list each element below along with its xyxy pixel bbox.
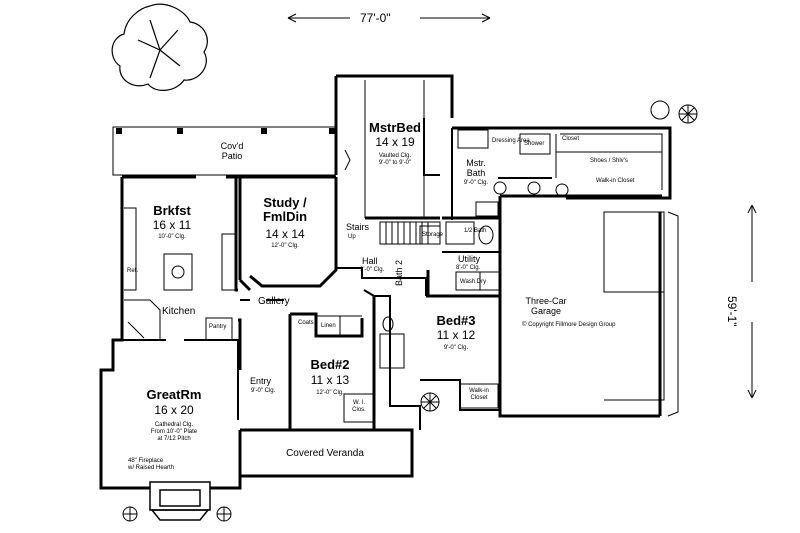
study-walls xyxy=(238,177,338,292)
entry-walls xyxy=(237,299,284,420)
kitchen-label: Kitchen xyxy=(162,306,196,317)
veranda-label: Covered Veranda xyxy=(286,448,364,459)
bed3-note: 9'-0" Clg. xyxy=(443,345,469,351)
coats-label: Coats xyxy=(298,320,314,326)
depth-label: 59'-1" xyxy=(725,296,739,327)
storage-label: Storage xyxy=(422,232,444,238)
master-closet-label: Walk-in Closet xyxy=(596,178,635,184)
gallery-label: Gallery xyxy=(258,296,290,307)
entry-label: Entry xyxy=(250,376,272,386)
bed2-name: Bed#2 xyxy=(310,357,350,372)
width-label: 77'-0" xyxy=(360,11,391,25)
width-dimension xyxy=(287,13,491,23)
master-bath-label: Mstr.Bath xyxy=(466,158,486,178)
bed2-size: 11 x 13 xyxy=(310,373,350,387)
great-room-size: 16 x 20 xyxy=(154,403,194,417)
master-bed-note: Vaulted Clg.9'-0" to 9'-0" xyxy=(378,153,412,166)
master-bed-name: MstrBed xyxy=(368,120,421,135)
study-note: 12'-0" Clg. xyxy=(271,243,299,249)
hall-label: Hall xyxy=(362,256,378,266)
stairs-note: Up xyxy=(348,234,356,240)
shrub-icon xyxy=(122,100,698,522)
stairs-label: Stairs xyxy=(346,222,370,232)
depth-dimension xyxy=(747,204,757,399)
bed3-size: 11 x 12 xyxy=(436,328,476,342)
bed2-closet-label: W. I.Clos. xyxy=(352,400,366,413)
half-bath-label: 1/2 Bath xyxy=(464,228,487,234)
utility-note: 8'-0" Clg. xyxy=(456,265,481,271)
closet-label: Closet xyxy=(562,136,580,142)
bed3-name: Bed#3 xyxy=(436,313,476,328)
breakfast-note: 10'-0" Clg. xyxy=(158,234,186,240)
fireplace xyxy=(149,481,211,521)
garage-walls xyxy=(498,194,679,418)
washer-dryer-label: Wash Dry xyxy=(460,279,487,285)
great-room-name: GreatRm xyxy=(146,387,202,402)
bath2-label: Bath 2 xyxy=(394,259,404,286)
study-size: 14 x 14 xyxy=(265,227,305,241)
study-name: Study /FmlDin xyxy=(262,195,308,224)
master-bed-size: 14 x 19 xyxy=(375,135,415,149)
stairs xyxy=(379,221,441,245)
bed2-note: 12'-0" Clg. xyxy=(316,390,344,396)
ref-label: Ref. xyxy=(127,268,139,274)
hall-note: 9'-0" Clg. xyxy=(360,267,385,273)
entry-note: 9'-0" Clg. xyxy=(251,388,276,394)
master-bath-note: 9'-0" Clg. xyxy=(463,180,489,186)
breakfast-name: Brkfst xyxy=(153,203,191,218)
bedroom-walls xyxy=(288,267,500,430)
shoes-label: Shoes / Shlv's xyxy=(590,158,628,164)
linen-label: Linen xyxy=(321,323,336,329)
tree-icon xyxy=(111,3,208,91)
shower-label: Shower xyxy=(524,141,545,147)
breakfast-size: 16 x 11 xyxy=(152,218,192,232)
utility-label: Utility xyxy=(458,254,480,264)
kitchen-walls xyxy=(122,177,240,341)
pantry-label: Pantry xyxy=(209,324,227,330)
copyright-label: © Copyright Fillmore Design Group xyxy=(522,322,616,328)
dressing-label: Dressing Area xyxy=(492,138,530,144)
master-bed-walls xyxy=(334,74,454,220)
